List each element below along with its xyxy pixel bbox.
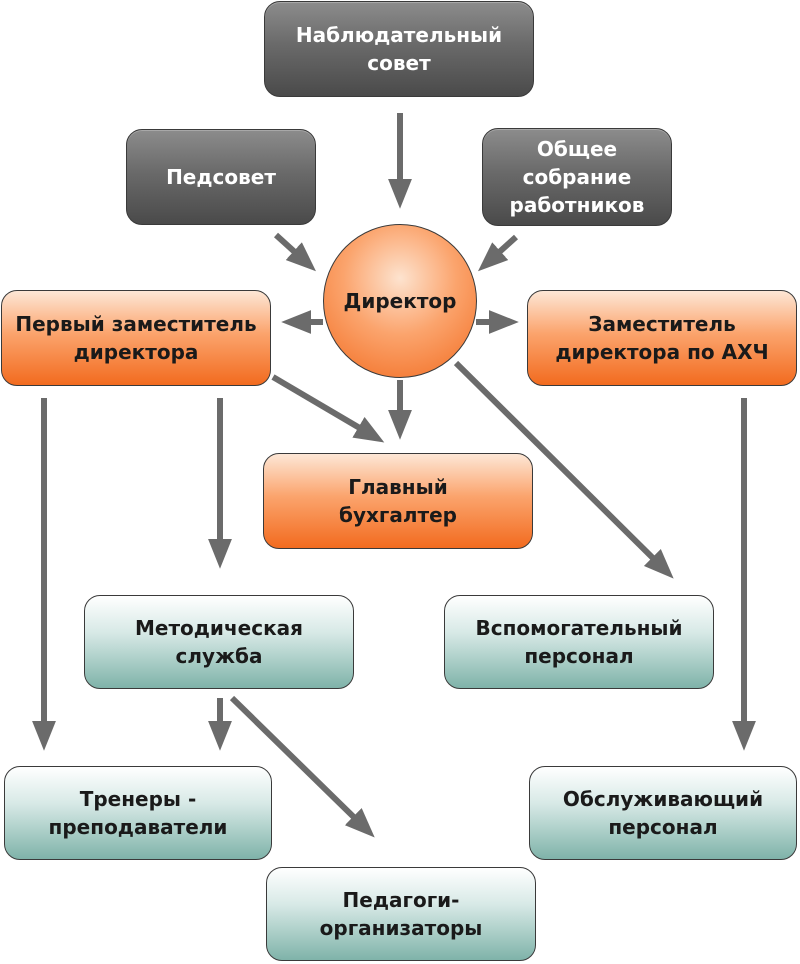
node-label: Первый заместитель директора bbox=[15, 312, 257, 364]
arrow-methodical-to-organizers bbox=[229, 695, 375, 838]
node-service-staff: Обслуживающий персонал bbox=[529, 766, 797, 860]
node-first-deputy: Первый заместитель директора bbox=[1, 290, 271, 386]
node-director: Директор bbox=[323, 224, 477, 378]
node-methodical-service: Методическая служба bbox=[84, 595, 354, 689]
node-label: Тренеры - преподаватели bbox=[48, 787, 228, 839]
arrow-pedsovet-to-director bbox=[273, 232, 317, 272]
arrow-director-to-support-staff bbox=[453, 360, 674, 579]
node-pedsovet: Педсовет bbox=[126, 129, 316, 225]
node-deputy-ahch: Заместитель директора по АХЧ bbox=[527, 290, 797, 386]
node-label: Обслуживающий персонал bbox=[562, 787, 764, 839]
node-label: Педагоги- организаторы bbox=[319, 888, 483, 940]
arrow-meeting-to-director bbox=[477, 234, 519, 272]
node-general-meeting: Общее собрание работников bbox=[482, 128, 672, 226]
node-label: Заместитель директора по АХЧ bbox=[555, 312, 769, 364]
node-support-staff: Вспомогательный персонал bbox=[444, 595, 714, 689]
node-label: Общее собрание работников bbox=[509, 137, 645, 217]
node-label: Главный бухгалтер bbox=[339, 475, 457, 527]
node-label: Вспомогательный персонал bbox=[475, 616, 683, 668]
arrow-first-deputy-to-accountant bbox=[271, 374, 385, 443]
node-label: Педсовет bbox=[166, 165, 276, 189]
node-label: Наблюдательный совет bbox=[295, 23, 503, 75]
node-label: Методическая служба bbox=[134, 616, 304, 668]
node-chief-accountant: Главный бухгалтер bbox=[263, 453, 533, 549]
node-organizers: Педагоги- организаторы bbox=[266, 867, 536, 961]
node-coaches: Тренеры - преподаватели bbox=[4, 766, 272, 860]
node-label: Директор bbox=[343, 289, 457, 313]
node-supervisory-board: Наблюдательный совет bbox=[264, 1, 534, 97]
